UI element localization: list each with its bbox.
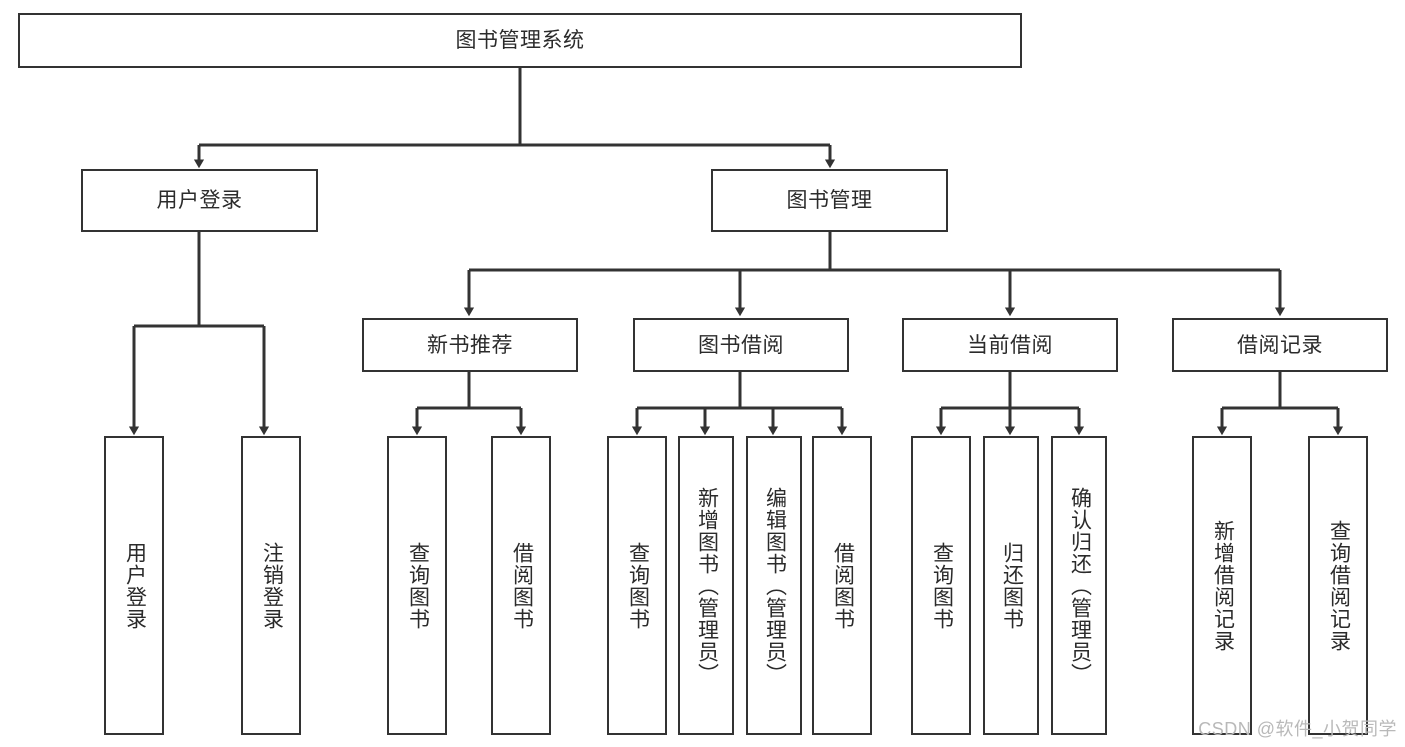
node-label: 当前借阅 bbox=[967, 333, 1053, 357]
leaf-query-borrow-record[interactable]: 查询借阅记录 bbox=[1308, 436, 1368, 735]
node-label: 归还图书 bbox=[1000, 541, 1024, 630]
node-user-login[interactable]: 用户登录 bbox=[81, 169, 318, 232]
node-label: 编辑图书（管理员） bbox=[763, 486, 787, 685]
leaf-user-logout[interactable]: 注销登录 bbox=[241, 436, 301, 735]
node-label: 图书借阅 bbox=[698, 333, 784, 357]
node-current-borrow[interactable]: 当前借阅 bbox=[902, 318, 1118, 372]
node-label: 新增借阅记录 bbox=[1211, 519, 1235, 652]
node-label: 查询借阅记录 bbox=[1327, 519, 1351, 652]
leaf-add-book-admin[interactable]: 新增图书（管理员） bbox=[678, 436, 734, 735]
node-label: 新增图书（管理员） bbox=[695, 486, 719, 685]
node-label: 借阅图书 bbox=[831, 541, 855, 630]
node-label: 用户登录 bbox=[123, 541, 147, 630]
node-label: 用户登录 bbox=[156, 189, 243, 212]
node-label: 查询图书 bbox=[406, 541, 430, 630]
leaf-query-book-recommend[interactable]: 查询图书 bbox=[387, 436, 447, 735]
node-root-system[interactable]: 图书管理系统 bbox=[18, 13, 1022, 68]
node-label: 图书管理 bbox=[786, 189, 873, 212]
node-new-book-recommend[interactable]: 新书推荐 bbox=[362, 318, 578, 372]
leaf-borrow-book-recommend[interactable]: 借阅图书 bbox=[491, 436, 551, 735]
leaf-confirm-return-admin[interactable]: 确认归还（管理员） bbox=[1051, 436, 1107, 735]
leaf-query-book-borrow[interactable]: 查询图书 bbox=[607, 436, 667, 735]
leaf-add-borrow-record[interactable]: 新增借阅记录 bbox=[1192, 436, 1252, 735]
node-book-borrow[interactable]: 图书借阅 bbox=[633, 318, 849, 372]
node-label: 查询图书 bbox=[626, 541, 650, 630]
csdn-watermark: CSDN @软件_小贺同学 bbox=[1198, 719, 1397, 739]
leaf-edit-book-admin[interactable]: 编辑图书（管理员） bbox=[746, 436, 802, 735]
node-label: 借阅图书 bbox=[510, 541, 534, 630]
node-label: 注销登录 bbox=[260, 541, 284, 630]
leaf-query-book-current[interactable]: 查询图书 bbox=[911, 436, 971, 735]
leaf-return-book[interactable]: 归还图书 bbox=[983, 436, 1039, 735]
node-book-manage[interactable]: 图书管理 bbox=[711, 169, 948, 232]
node-label: 借阅记录 bbox=[1237, 333, 1323, 357]
node-label: 新书推荐 bbox=[427, 333, 513, 357]
node-label: 查询图书 bbox=[930, 541, 954, 630]
node-label: 图书管理系统 bbox=[455, 29, 585, 52]
node-borrow-record[interactable]: 借阅记录 bbox=[1172, 318, 1388, 372]
leaf-user-login[interactable]: 用户登录 bbox=[104, 436, 164, 735]
leaf-borrow-book-borrow[interactable]: 借阅图书 bbox=[812, 436, 872, 735]
node-label: 确认归还（管理员） bbox=[1068, 486, 1092, 685]
